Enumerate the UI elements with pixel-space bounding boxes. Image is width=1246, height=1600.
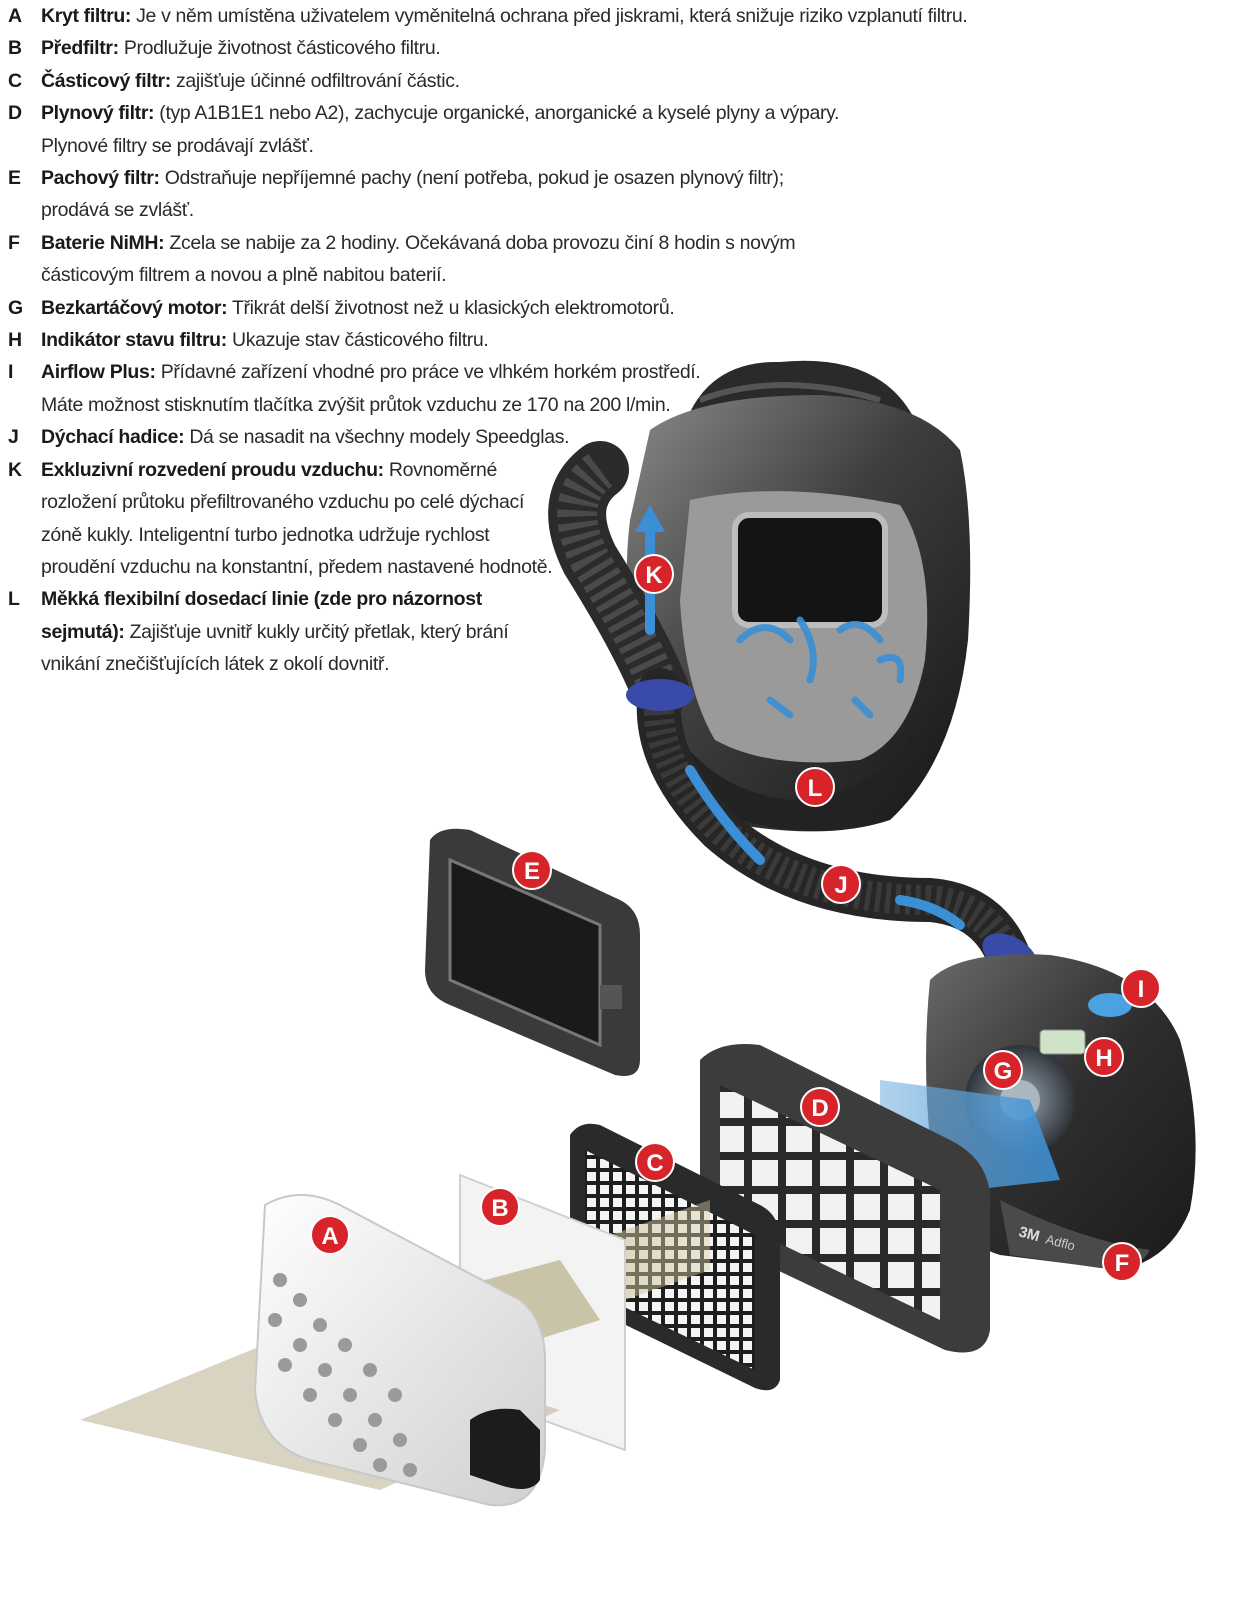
legend-letter: K xyxy=(8,458,22,481)
legend-term: Předfiltr: xyxy=(41,37,119,60)
legend-desc-continued: Máte možnost stisknutím tlačítka zvýšit … xyxy=(41,393,671,416)
legend-text: Měkká flexibilní dosedací linie (zde pro… xyxy=(41,583,509,680)
legend-desc-continued: rozložení průtoku přefiltrovaného vzduch… xyxy=(41,491,553,578)
svg-text:B: B xyxy=(491,1195,508,1222)
legend-letter: G xyxy=(8,296,23,319)
callout-badges: A B C D E F G H I J K L xyxy=(310,554,1161,1282)
svg-text:D: D xyxy=(811,1095,828,1122)
svg-text:H: H xyxy=(1095,1045,1112,1072)
legend-text: Bezkartáčový motor: Třikrát delší životn… xyxy=(41,292,675,324)
legend-term: Airflow Plus: xyxy=(41,361,156,384)
legend-letter: D xyxy=(8,102,22,125)
legend-term: Bezkartáčový motor: xyxy=(41,296,228,319)
brand-label: 3M xyxy=(1017,1223,1042,1245)
legend-desc: zajišťuje účinné odfiltrování částic. xyxy=(175,69,460,92)
badge-f: F xyxy=(1102,1242,1142,1282)
badge-i: I xyxy=(1121,968,1161,1008)
svg-text:G: G xyxy=(994,1058,1013,1085)
odour-filter xyxy=(425,828,640,1076)
badge-e: E xyxy=(512,850,552,890)
legend-term: Exkluzivní rozvedení proudu vzduchu: xyxy=(41,458,384,481)
legend-letter: E xyxy=(8,167,21,190)
svg-text:I: I xyxy=(1138,976,1145,1003)
badge-c: C xyxy=(635,1142,675,1182)
component-legend: A Kryt filtru: Je v něm umístěna uživatel… xyxy=(8,0,998,681)
legend-item-k: K Exkluzivní rozvedení proudu vzduchu: Ro… xyxy=(8,454,998,584)
legend-text: Baterie NiMH: Zcela se nabije za 2 hodin… xyxy=(41,227,796,292)
legend-term: Měkká flexibilní dosedací linie (zde pro… xyxy=(41,588,482,611)
badge-k: K xyxy=(634,554,674,594)
legend-letter: F xyxy=(8,231,20,254)
legend-item-d: D Plynový filtr: (typ A1B1E1 nebo A2), za… xyxy=(8,97,998,162)
svg-text:E: E xyxy=(524,858,540,885)
breathing-hose xyxy=(548,441,1038,982)
legend-text: Předfiltr: Prodlužuje životnost částicov… xyxy=(41,32,441,64)
gas-filter xyxy=(700,1044,990,1353)
legend-term: Plynový filtr: xyxy=(41,102,155,125)
legend-desc: Je v něm umístěna uživatelem vyměnitelná… xyxy=(136,5,968,27)
legend-text: Částicový filtr: zajišťuje účinné odfilt… xyxy=(41,65,460,97)
legend-desc: (typ A1B1E1 nebo A2), zachycuje organick… xyxy=(159,102,840,125)
legend-desc: Třikrát delší životnost než u klasických… xyxy=(231,296,675,319)
legend-desc-continued: částicovým filtrem a novou a plně nabito… xyxy=(41,264,447,287)
legend-term: Indikátor stavu filtru: xyxy=(41,329,227,352)
legend-term: Baterie NiMH: xyxy=(41,231,165,254)
legend-desc-continued: prodává se zvlášť. xyxy=(41,199,194,222)
legend-text: Dýchací hadice: Dá se nasadit na všechny… xyxy=(41,421,570,453)
svg-text:L: L xyxy=(808,775,823,802)
legend-item-e: E Pachový filtr: Odstraňuje nepříjemné pa… xyxy=(8,162,998,227)
legend-item-g: G Bezkartáčový motor: Třikrát delší život… xyxy=(8,292,998,324)
badge-a: A xyxy=(310,1215,350,1255)
badge-b: B xyxy=(480,1187,520,1227)
legend-term: Pachový filtr: xyxy=(41,167,160,190)
legend-term: Kryt filtru: xyxy=(41,5,132,27)
legend-letter: B xyxy=(8,37,22,60)
legend-letter: I xyxy=(8,361,14,384)
legend-desc: Rovnoměrné xyxy=(388,458,497,481)
badge-d: D xyxy=(800,1087,840,1127)
model-label: Adflo xyxy=(1044,1231,1077,1253)
legend-letter: A xyxy=(8,5,22,27)
badge-l: L xyxy=(795,767,835,807)
legend-text: Kryt filtru: Je v něm umístěna uživatele… xyxy=(41,0,968,32)
legend-letter: L xyxy=(8,588,20,611)
legend-text: Airflow Plus: Přídavné zařízení vhodné p… xyxy=(41,356,701,421)
legend-desc: Ukazuje stav částicového filtru. xyxy=(231,329,489,352)
legend-item-l: L Měkká flexibilní dosedací linie (zde pr… xyxy=(8,583,998,680)
legend-desc-continued: Plynové filtry se prodávají zvlášť. xyxy=(41,134,314,157)
welding-helmet xyxy=(626,360,971,832)
legend-term: Dýchací hadice: xyxy=(41,426,185,449)
legend-desc-continued: sejmutá): Zajišťuje uvnitř kukly určitý … xyxy=(41,620,509,676)
legend-text: Indikátor stavu filtru: Ukazuje stav čás… xyxy=(41,324,489,356)
legend-term: Částicový filtr: xyxy=(41,69,171,92)
badge-h: H xyxy=(1084,1037,1124,1077)
legend-item-j: J Dýchací hadice: Dá se nasadit na všechn… xyxy=(8,421,998,453)
legend-item-b: B Předfiltr: Prodlužuje životnost částico… xyxy=(8,32,998,64)
legend-desc: Dá se nasadit na všechny modely Speedgla… xyxy=(189,426,570,449)
svg-text:J: J xyxy=(834,872,847,899)
svg-text:C: C xyxy=(646,1150,663,1177)
legend-text: Plynový filtr: (typ A1B1E1 nebo A2), zac… xyxy=(41,97,839,162)
legend-item-a: A Kryt filtru: Je v něm umístěna uživatel… xyxy=(8,0,998,32)
legend-item-c: C Částicový filtr: zajišťuje účinné odfil… xyxy=(8,65,998,97)
filter-cover xyxy=(80,1194,560,1507)
legend-desc: Přídavné zařízení vhodné pro práce ve vl… xyxy=(160,361,701,384)
svg-text:A: A xyxy=(321,1223,338,1250)
legend-letter: H xyxy=(8,329,22,352)
legend-letter: C xyxy=(8,69,22,92)
badge-g: G xyxy=(983,1050,1023,1090)
badge-j: J xyxy=(821,864,861,904)
svg-text:K: K xyxy=(645,562,663,589)
legend-letter: J xyxy=(8,426,19,449)
legend-text: Exkluzivní rozvedení proudu vzduchu: Rov… xyxy=(41,454,553,584)
legend-item-h: H Indikátor stavu filtru: Ukazuje stav čá… xyxy=(8,324,998,356)
legend-desc: Zcela se nabije za 2 hodiny. Očekávaná d… xyxy=(169,231,796,254)
legend-item-i: I Airflow Plus: Přídavné zařízení vhodné … xyxy=(8,356,998,421)
legend-desc: Odstraňuje nepříjemné pachy (není potřeb… xyxy=(164,167,784,190)
legend-text: Pachový filtr: Odstraňuje nepříjemné pac… xyxy=(41,162,784,227)
legend-desc: Prodlužuje životnost částicového filtru. xyxy=(123,37,441,60)
legend-item-f: F Baterie NiMH: Zcela se nabije za 2 hodi… xyxy=(8,227,998,292)
svg-text:F: F xyxy=(1115,1250,1130,1277)
